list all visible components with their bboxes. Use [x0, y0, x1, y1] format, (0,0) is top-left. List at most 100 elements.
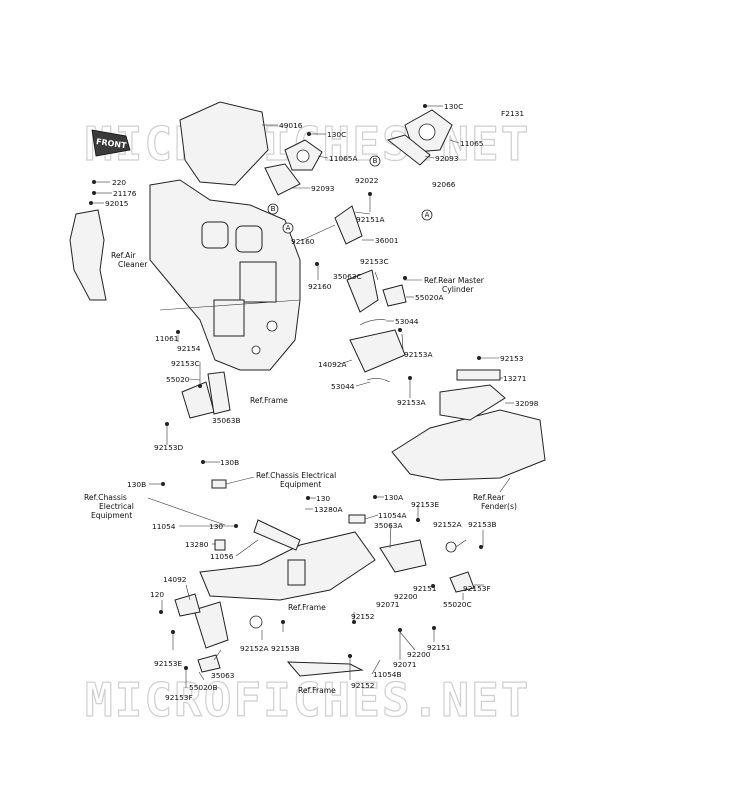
gasket-92093-top — [386, 134, 431, 166]
collar-92152a-l — [249, 615, 263, 629]
label-92160-a: 92160 — [291, 237, 315, 246]
label-35063c: 35063C — [333, 272, 362, 281]
ref-frame-3: Ref.Frame — [298, 686, 336, 695]
label-13271: 13271 — [503, 374, 527, 383]
bracket-36001 — [334, 205, 363, 245]
label-92153a-b: 92153A — [397, 398, 426, 407]
label-35063: 35063 — [211, 671, 235, 680]
footrest-35063 — [193, 601, 229, 649]
label-11065: 11065 — [460, 139, 484, 148]
label-13280a: 13280A — [314, 505, 343, 514]
label-130-b: 130 — [209, 522, 223, 531]
ref-frame-1: Ref.Frame — [250, 396, 288, 405]
label-35063a: 35063A — [374, 521, 403, 530]
label-92071-a: 92071 — [376, 600, 400, 609]
spring-53044-b — [366, 378, 391, 383]
main-frame-part — [149, 179, 301, 371]
label-92153b-l: 92153B — [271, 644, 300, 653]
plate-14092 — [174, 593, 201, 617]
label-130b-a: 130B — [220, 458, 239, 467]
callout-a-2: A — [421, 209, 433, 221]
leader-lines — [93, 105, 514, 688]
label-92015: 92015 — [105, 199, 129, 208]
label-92151-a: 92151 — [413, 584, 437, 593]
label-92153c-left: 92153C — [171, 359, 200, 368]
label-92153f-l: 92153F — [165, 693, 193, 702]
bracket-55020 — [181, 381, 215, 419]
label-92022: 92022 — [355, 176, 379, 185]
label-130c-mid: 130C — [327, 130, 346, 139]
clip-130b — [211, 479, 227, 489]
callout-a-1: A — [282, 222, 294, 234]
clamp-11054a — [348, 514, 366, 524]
svg-text:A: A — [425, 211, 430, 219]
air-cleaner-duct — [69, 209, 107, 301]
svg-text:A: A — [286, 224, 291, 232]
label-14092a: 14092A — [318, 360, 347, 369]
label-92071-b: 92071 — [393, 660, 417, 669]
label-92153e-r: 92153E — [411, 500, 440, 509]
label-92200-a: 92200 — [394, 592, 418, 601]
label-92151-b: 92151 — [427, 643, 451, 652]
svg-text:B: B — [271, 205, 276, 213]
label-11061: 11061 — [155, 334, 179, 343]
label-92153d: 92153D — [154, 443, 184, 452]
label-92066: 92066 — [432, 180, 456, 189]
rear-fender-part — [391, 369, 546, 481]
collar-92152a-r — [445, 541, 457, 553]
label-92152-b: 92152 — [351, 681, 375, 690]
label-11054a: 11054A — [378, 511, 407, 520]
subframe-part — [199, 519, 376, 601]
watermark-bottom: MICROFICHES.NET — [85, 673, 530, 727]
label-49016: 49016 — [279, 121, 303, 130]
label-92154: 92154 — [177, 344, 201, 353]
callout-b-2: B — [369, 155, 381, 167]
label-92153-r: 92153 — [500, 354, 524, 363]
front-arrow-tag: FRONT — [91, 129, 131, 157]
label-35063b: 35063B — [212, 416, 241, 425]
label-32098: 32098 — [515, 399, 539, 408]
diagram-id: F2131 — [501, 109, 524, 118]
label-92153b-r: 92153B — [468, 520, 497, 529]
label-92152a-l: 92152A — [240, 644, 269, 653]
label-92152a-r: 92152A — [433, 520, 462, 529]
label-36001: 36001 — [375, 236, 399, 245]
bracket-35063b — [207, 371, 231, 415]
footrest-55020c — [449, 571, 475, 593]
front-tag-text: FRONT — [95, 137, 127, 150]
cap-11065 — [404, 109, 453, 153]
label-92152-a: 92152 — [351, 612, 375, 621]
label-21176: 21176 — [113, 189, 137, 198]
label-11054b: 11054B — [373, 670, 402, 679]
label-11054: 11054 — [152, 522, 176, 531]
label-92153f-r: 92153F — [463, 584, 491, 593]
label-92153c-top: 92153C — [360, 257, 389, 266]
part-labels: 130C 11065 92093 49016 130C 11065A 92093… — [105, 102, 539, 702]
label-92200-b: 92200 — [407, 650, 431, 659]
label-11056: 11056 — [210, 552, 234, 561]
label-53044-a: 53044 — [395, 317, 419, 326]
label-92151a: 92151A — [356, 215, 385, 224]
label-120: 120 — [150, 590, 164, 599]
clip-13280 — [214, 539, 226, 551]
callout-b-1: B — [267, 203, 279, 215]
ref-frame-2: Ref.Frame — [288, 603, 326, 612]
label-92153a-a: 92153A — [404, 350, 433, 359]
cover-49016 — [179, 101, 269, 186]
spring-53044-a — [359, 319, 387, 326]
svg-text:B: B — [373, 157, 378, 165]
cap-11065a — [284, 139, 323, 171]
label-130-a: 130 — [316, 494, 330, 503]
gasket-92093-mid — [264, 163, 301, 196]
footrest-55020b — [197, 654, 221, 673]
footrest-35063a — [379, 539, 427, 573]
plate-14092a — [349, 329, 406, 373]
